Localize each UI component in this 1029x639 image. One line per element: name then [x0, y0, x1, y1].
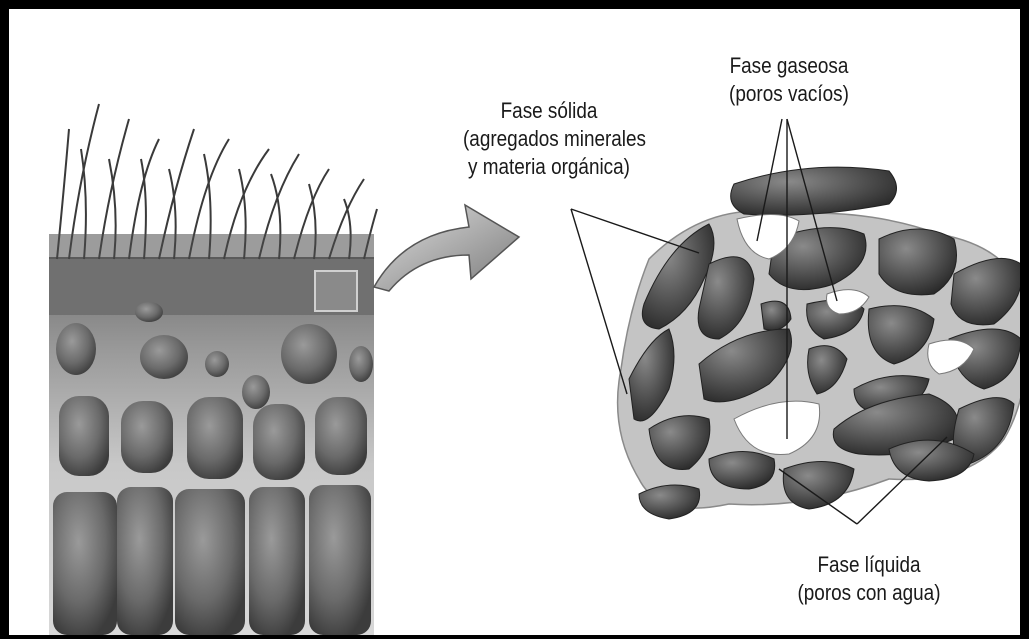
gas-phase-desc: (poros vacíos) [720, 80, 858, 108]
zoom-arrow [374, 205, 519, 291]
soil-profile [49, 104, 377, 635]
gas-phase-title: Fase gaseosa [720, 52, 858, 80]
liquid-phase-label: Fase líquida (poros con agua) [792, 551, 947, 607]
soil-structure [618, 167, 1027, 519]
solid-phase-label: Fase sólida (agregados minerales y mater… [463, 97, 635, 181]
solid-phase-title: Fase sólida [463, 97, 635, 125]
liquid-phase-title: Fase líquida [792, 551, 947, 579]
gas-phase-label: Fase gaseosa (poros vacíos) [720, 52, 858, 108]
sample-square [315, 271, 357, 311]
liquid-phase-desc: (poros con agua) [792, 579, 947, 607]
solid-phase-desc-1: (agregados minerales [463, 125, 635, 153]
solid-phase-desc-2: y materia orgánica) [463, 153, 635, 181]
